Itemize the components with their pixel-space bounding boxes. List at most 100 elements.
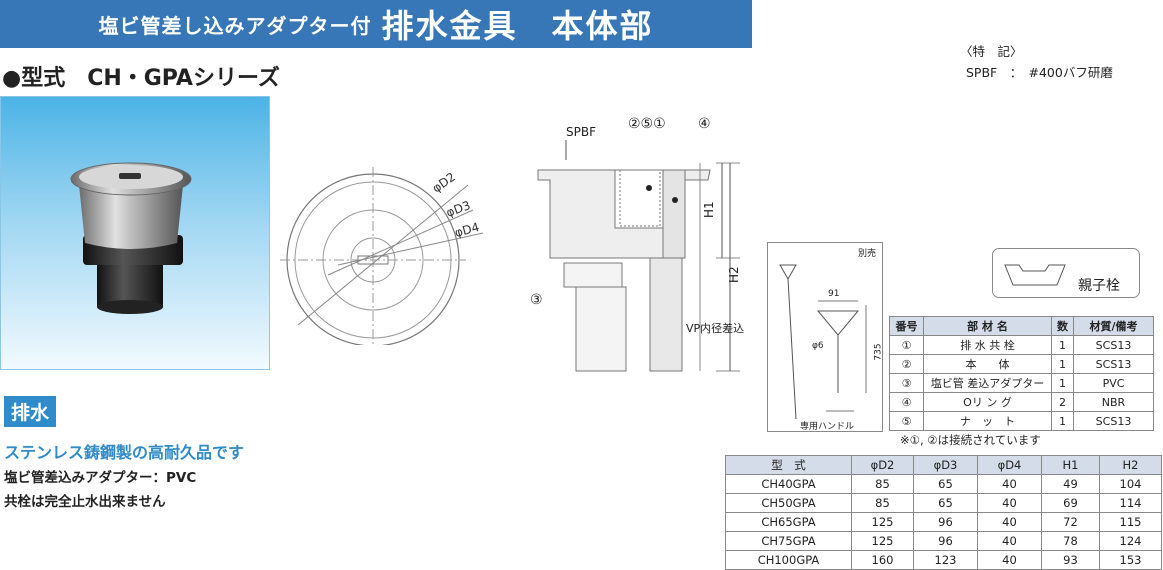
cell: SCS13 xyxy=(1073,335,1154,355)
table-row: CH40GPA 85 65 40 49 104 xyxy=(725,474,1162,494)
body-line: 共栓は完全止水出来ません xyxy=(4,494,166,510)
cell: 85 xyxy=(851,493,914,513)
cell: SCS13 xyxy=(1073,354,1154,374)
handle-dim-dia: φ6 xyxy=(812,341,824,351)
cell: 125 xyxy=(851,512,914,532)
handle-drawing: 別売 91 φ6 735 専用ハンドル xyxy=(767,242,884,432)
cell: CH100GPA xyxy=(725,550,852,570)
cell: PVC xyxy=(1073,373,1154,393)
headline: ステンレス鋳鋼製の高耐久品です xyxy=(4,443,245,462)
cell: 65 xyxy=(913,474,978,494)
cell: 96 xyxy=(913,512,978,532)
table-row: CH100GPA 160 123 40 93 153 xyxy=(725,550,1162,570)
table-row: ④ Oリ ン グ 2 NBR xyxy=(889,392,1154,412)
cell: 93 xyxy=(1041,550,1100,570)
cell: ① xyxy=(889,335,924,355)
page-title: 排水金具 本体部 xyxy=(381,7,654,45)
title-sub: 塩ビ管差し込みアダプター付 xyxy=(98,13,372,38)
dim-header: 型 式 xyxy=(725,455,852,475)
spec-note-line: SPBF ： #400バフ研磨 xyxy=(966,65,1113,80)
handle-dim-width: 91 xyxy=(828,289,840,299)
section-callout-group: ②⑤① xyxy=(628,116,666,132)
cell: ナ ッ ト xyxy=(923,411,1052,431)
plan-view-drawing: φD2 φD3 φD4 xyxy=(280,167,484,345)
cell: SCS13 xyxy=(1073,411,1154,431)
section-label-spbf: SPBF xyxy=(566,125,596,139)
product-photo xyxy=(0,96,270,370)
cell: 本 体 xyxy=(923,354,1052,374)
cell: CH50GPA xyxy=(725,493,852,513)
table-row: ① 排 水 共 栓 1 SCS13 xyxy=(889,335,1154,355)
cell: 1 xyxy=(1051,335,1074,355)
cell: 65 xyxy=(913,493,978,513)
dim-header: φD4 xyxy=(977,455,1042,475)
cell: NBR xyxy=(1073,392,1154,412)
spec-note: 〈特 記〉 SPBF ： #400バフ研磨 xyxy=(954,41,1113,83)
title-bar: 塩ビ管差し込みアダプター付 排水金具 本体部 xyxy=(0,0,752,48)
table-row: CH50GPA 85 65 40 69 114 xyxy=(725,493,1162,513)
series-heading: ●型式 CH・GPAシリーズ xyxy=(2,66,280,91)
cell: ② xyxy=(889,354,924,374)
cell: 69 xyxy=(1041,493,1100,513)
cell: CH65GPA xyxy=(725,512,852,532)
cell: 40 xyxy=(977,531,1042,551)
cell: 40 xyxy=(977,512,1042,532)
plug-icon xyxy=(1004,264,1066,286)
section-label-vp: VP内径差込 xyxy=(686,321,744,335)
cell: 1 xyxy=(1051,411,1074,431)
cell: 2 xyxy=(1051,392,1074,412)
cell: 排 水 共 栓 xyxy=(923,335,1052,355)
plug-label: 親子栓 xyxy=(1078,278,1120,294)
cell: 160 xyxy=(851,550,914,570)
category-tag: 排水 xyxy=(4,396,57,427)
dim-header: φD3 xyxy=(913,455,978,475)
cell: ③ xyxy=(889,373,924,393)
parts-table: 番号 部 材 名 数 材質/備考 ① 排 水 共 栓 1 SCS13 ② 本 体… xyxy=(889,316,1154,431)
cell: 40 xyxy=(977,550,1042,570)
cell: 40 xyxy=(977,493,1042,513)
dimension-table: 型 式 φD2 φD3 φD4 H1 H2 CH40GPA 85 65 40 4… xyxy=(725,455,1162,570)
cell: ④ xyxy=(889,392,924,412)
cell: ⑤ xyxy=(889,411,924,431)
drain-fitting-image xyxy=(70,162,192,314)
cell: 125 xyxy=(851,531,914,551)
table-row: CH75GPA 125 96 40 78 124 xyxy=(725,531,1162,551)
section-label-h1: H1 xyxy=(702,201,716,218)
parts-header: 数 xyxy=(1051,316,1074,336)
cell: 104 xyxy=(1099,474,1162,494)
table-row: CH65GPA 125 96 40 72 115 xyxy=(725,512,1162,532)
dim-header: φD2 xyxy=(851,455,914,475)
dim-header: H1 xyxy=(1041,455,1100,475)
cell: 72 xyxy=(1041,512,1100,532)
table-row: ③ 塩ビ管 差込アダプター 1 PVC xyxy=(889,373,1154,393)
cell: 123 xyxy=(913,550,978,570)
cell: 85 xyxy=(851,474,914,494)
spec-note-heading: 〈特 記〉 xyxy=(960,44,1023,59)
section-view-drawing: SPBF ②⑤① ④ ③ H1 H2 VP内径差込 xyxy=(530,116,744,372)
plan-label-d4: φD4 xyxy=(453,220,481,240)
cell: 49 xyxy=(1041,474,1100,494)
cell: 1 xyxy=(1051,373,1074,393)
parts-note: ※①, ②は接続されています xyxy=(900,433,1041,447)
plug-drawing xyxy=(992,248,1140,298)
cell: 153 xyxy=(1099,550,1162,570)
cell: 114 xyxy=(1099,493,1162,513)
cell: 78 xyxy=(1041,531,1100,551)
handle-caption: 専用ハンドル xyxy=(800,422,855,432)
parts-header: 番号 xyxy=(889,316,924,336)
table-row: ② 本 体 1 SCS13 xyxy=(889,354,1154,374)
section-label-h2: H2 xyxy=(727,266,741,283)
handle-note: 別売 xyxy=(857,249,876,259)
dim-header: H2 xyxy=(1099,455,1162,475)
section-callout-3: ③ xyxy=(530,292,543,308)
cell: 124 xyxy=(1099,531,1162,551)
table-row: ⑤ ナ ッ ト 1 SCS13 xyxy=(889,411,1154,431)
cell: 塩ビ管 差込アダプター xyxy=(923,373,1052,393)
plan-label-d2: φD2 xyxy=(430,170,458,196)
cell: CH75GPA xyxy=(725,531,852,551)
parts-header: 材質/備考 xyxy=(1073,316,1154,336)
body-line: 塩ビ管差込みアダプター：PVC xyxy=(4,470,197,486)
cell: 96 xyxy=(913,531,978,551)
cell: Oリ ン グ xyxy=(923,392,1052,412)
handle-dim-length: 735 xyxy=(873,343,884,361)
